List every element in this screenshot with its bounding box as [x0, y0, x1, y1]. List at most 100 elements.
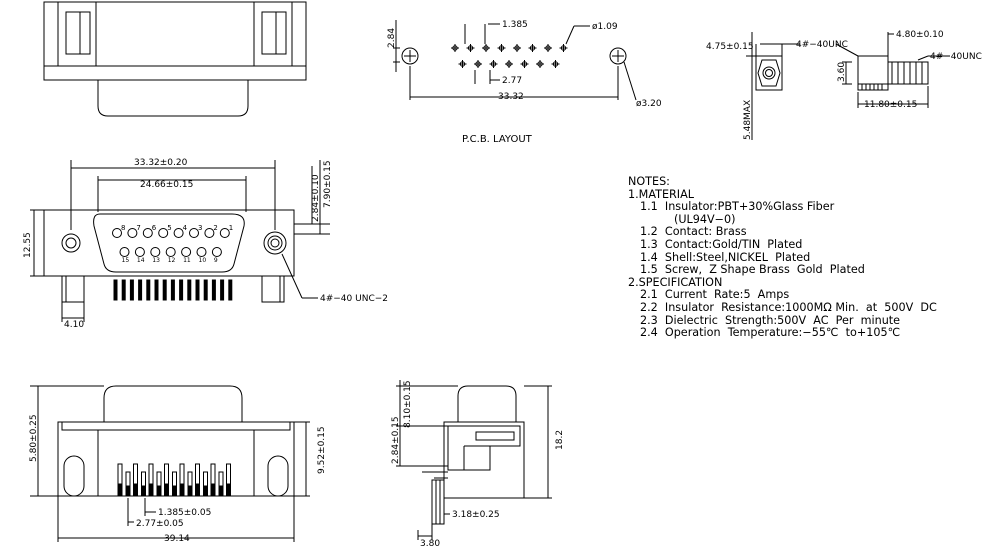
- bottom-pin-tip: [118, 483, 122, 497]
- pcb-mount-dia-label: ø3.20: [636, 99, 662, 109]
- bottom-pin-tip: [134, 483, 137, 497]
- material-item: 1.4 Shell:Steel,NICKEL Plated: [640, 250, 811, 264]
- bottom-pin-tip: [219, 485, 223, 497]
- front-pin-bottom: [150, 247, 161, 257]
- material-item: 1.3 Contact:Gold/TIN Plated: [640, 237, 803, 251]
- pin-number-top: 4: [183, 224, 188, 232]
- material-item: 1.1 Insulator:PBT+30%Glass Fiber: [640, 200, 835, 214]
- spec-item: 2.4 Operation Temperature:−55℃ to+105℃: [640, 326, 901, 340]
- spec-title: 2.SPECIFICATION: [628, 275, 723, 289]
- bottom-right-height-label: 9.52±0.15: [317, 426, 327, 474]
- screw-thread-label-2: 4#−40UNC: [930, 52, 982, 62]
- screw-body-len-label: 4.80±0.10: [896, 30, 944, 40]
- front-shell-width-label: 24.66±0.15: [140, 180, 193, 190]
- bottom-pin-tip: [227, 483, 230, 497]
- front-pin-bottom: [181, 247, 192, 257]
- front-span-label: 33.32±0.20: [134, 158, 188, 168]
- pin-number-top: 8: [121, 224, 125, 232]
- bottom-row-offset-label: 2.77±0.05: [136, 519, 184, 529]
- pin-number-bottom: 13: [152, 257, 160, 264]
- bottom-pin-tip: [173, 485, 176, 497]
- front-pin-leg: [138, 279, 143, 301]
- front-pin-leg: [154, 279, 159, 301]
- side-view: [396, 380, 552, 540]
- front-thread-callout: 4#−40 UNC−2: [320, 294, 388, 304]
- spec-item: 2.3 Dielectric Strength:500V AC Per minu…: [640, 313, 901, 327]
- front-pin-top: [142, 228, 153, 238]
- bottom-pin-tip: [165, 483, 168, 497]
- front-pin-top: [127, 228, 138, 238]
- front-pin-top: [219, 228, 230, 238]
- spec-item: 2.1 Current Rate:5 Amps: [640, 288, 790, 302]
- pin-number-top: 5: [167, 224, 171, 232]
- material-item: 1.2 Contact: Brass: [640, 225, 747, 239]
- screw-max-height-label: 5.48MAX: [743, 100, 753, 140]
- bottom-left-height-label: 5.80±0.25: [29, 414, 39, 462]
- front-pin-bottom: [165, 247, 176, 257]
- front-pin-leg: [179, 279, 184, 301]
- front-pin-top: [204, 228, 215, 238]
- bottom-pin-tip: [204, 485, 207, 497]
- side-total-height-label: 18.2: [555, 430, 565, 450]
- screw-height-label: 3.60: [837, 62, 847, 82]
- front-pin-top: [158, 228, 169, 238]
- material-title: 1.MATERIAL: [628, 187, 694, 201]
- bottom-pin-tip: [142, 485, 145, 497]
- pin-number-bottom: 9: [214, 257, 218, 264]
- screw-hex-width-label: 4.75±0.15: [706, 42, 754, 52]
- front-height-label: 12.55: [23, 232, 33, 258]
- pin-number-bottom: 14: [137, 257, 145, 264]
- side-dim-mid-label: 2.84±0.15: [391, 416, 401, 464]
- front-dim-b-label: 7.90±0.15: [323, 160, 333, 208]
- pcb-pitch-label: 1.385: [502, 20, 528, 30]
- front-pin-leg: [170, 279, 175, 301]
- front-pin-leg: [187, 279, 192, 301]
- front-pin-leg: [220, 279, 225, 301]
- front-pin-bottom: [134, 247, 145, 257]
- bottom-pin-tip: [180, 483, 184, 497]
- bottom-pitch-label: 1.385±0.05: [158, 508, 211, 518]
- bottom-pin-tip: [126, 485, 130, 497]
- pin-number-top: 1: [229, 224, 233, 232]
- pin-number-bottom: 15: [122, 257, 130, 264]
- front-bracket-width-label: 4.10: [64, 320, 84, 330]
- front-pin-leg: [129, 279, 134, 301]
- bottom-pin-tip: [188, 485, 192, 497]
- bottom-view: [30, 385, 310, 542]
- pcb-layout-title: P.C.B. LAYOUT: [462, 134, 533, 145]
- front-pin-leg: [113, 279, 118, 301]
- pcb-layout-drawing: [393, 20, 637, 101]
- front-pin-leg: [195, 279, 200, 301]
- bottom-width-label: 39.14: [164, 534, 190, 544]
- pin-number-bottom: 12: [168, 257, 176, 264]
- bottom-pin-tip: [196, 483, 199, 497]
- front-pin-bottom: [119, 247, 130, 257]
- pin-number-top: 6: [152, 224, 157, 232]
- pcb-row-offset-label: 2.77: [502, 76, 522, 86]
- front-view: [30, 160, 330, 322]
- pcb-span-label: 33.32: [498, 92, 524, 102]
- front-pin-leg: [146, 279, 151, 301]
- side-dim-top-label: 8.10±0.15: [403, 380, 413, 428]
- top-view: [43, 1, 307, 117]
- pin-number-top: 3: [198, 224, 202, 232]
- screw-thread-label: 4#−40UNC: [796, 40, 848, 50]
- front-pin-bottom: [211, 247, 222, 257]
- side-offset-label: 3.80: [420, 539, 440, 549]
- front-pin-leg: [211, 279, 216, 301]
- pcb-hole-dia-label: ø1.09: [592, 22, 618, 32]
- front-pin-bottom: [196, 247, 207, 257]
- pin-number-top: 2: [213, 224, 217, 232]
- screw-detail: [746, 32, 950, 140]
- front-pin-top: [189, 228, 199, 238]
- bottom-pin-tip: [157, 485, 161, 497]
- pin-number-bottom: 11: [183, 257, 191, 264]
- front-dim-a-label: 2.84±0.10: [311, 174, 321, 222]
- screw-total-len-label: 11.80±0.15: [864, 100, 917, 110]
- notes-block: NOTES: 1.MATERIAL 1.1 Insulator:PBT+30%G…: [628, 175, 988, 340]
- front-pin-leg: [121, 279, 126, 301]
- pcb-row-height-label: 2.84: [387, 28, 397, 48]
- spec-item: 2.2 Insulator Resistance:1000MΩ Min. at …: [640, 300, 937, 314]
- bottom-pin-tip: [211, 483, 215, 497]
